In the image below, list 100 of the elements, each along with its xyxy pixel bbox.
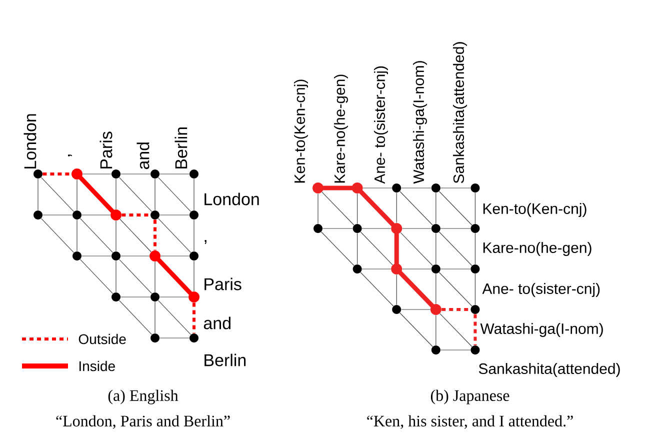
lattice-dot (391, 264, 402, 274)
lattice-dot (112, 292, 120, 302)
lattice-line (440, 268, 471, 270)
lattice-dot (470, 305, 480, 314)
lattice-dot (391, 223, 402, 234)
lattice-line (42, 214, 73, 216)
lattice-dot (72, 210, 82, 220)
lattice-line (402, 228, 432, 229)
lattice-dot (314, 224, 322, 233)
lattice-dot (392, 305, 402, 314)
inside-path (321, 186, 354, 190)
lattice-line (357, 193, 358, 224)
lattice-line (438, 232, 472, 266)
inside-path (394, 232, 399, 266)
lattice-dot (470, 224, 480, 233)
lattice-line (40, 177, 74, 212)
row-word: and (204, 316, 230, 330)
lattice-dot (431, 224, 440, 233)
legend-label: Inside (80, 360, 115, 372)
lattice-line (360, 232, 393, 266)
lattice-dot (188, 292, 200, 302)
lattice-line (158, 218, 192, 253)
lattice-dot (110, 210, 122, 220)
lattice-line (159, 214, 190, 216)
lattice-line (320, 232, 354, 266)
lattice-dot (190, 252, 198, 260)
lattice-line (401, 309, 430, 310)
lattice-dot (150, 292, 160, 302)
column-word: Paris (100, 132, 112, 168)
lattice-line (400, 191, 433, 226)
lattice-dot (431, 184, 440, 192)
column-word: , (68, 154, 72, 156)
lattice-dot (470, 346, 480, 354)
caption-text: “Ken, his sister, and I attended.” (367, 415, 573, 429)
row-word: Berlin (204, 354, 246, 366)
lattice-dot (352, 264, 362, 274)
lattice-dot (150, 170, 160, 178)
inside-path (156, 258, 192, 296)
lattice-dot (34, 170, 42, 178)
lattice-line (400, 312, 433, 347)
lattice-line (120, 218, 152, 252)
lattice-dot (72, 252, 82, 260)
lattice-line (440, 228, 471, 229)
caption-text: “London, Paris and Berlin” (56, 415, 230, 429)
column-word: Ane- to(sister-cnj) (374, 66, 388, 184)
row-word: Paris (204, 278, 242, 290)
lattice-dot (352, 224, 362, 233)
lattice-line (81, 214, 111, 216)
lattice-line (120, 296, 151, 298)
lattice-line (158, 300, 192, 335)
lattice-dot (312, 182, 324, 194)
lattice-line (440, 313, 472, 347)
lattice-line (438, 272, 472, 306)
lattice-line (154, 261, 156, 293)
row-word: Ane- to(sister-cnj) (482, 283, 600, 297)
lattice-dot (112, 170, 120, 178)
row-word: , (204, 240, 206, 244)
lattice-line (396, 274, 397, 306)
lattice-dot (431, 264, 440, 274)
lattice-dot (392, 184, 402, 192)
column-word: Ken-to(Ken-cnj) (294, 80, 308, 183)
lattice-dot (470, 264, 480, 274)
column-word: Sankashita(attended) (453, 42, 467, 184)
lattice-dot (190, 210, 198, 220)
row-word: Watashi-ga(I-nom) (480, 323, 603, 337)
lattice-dot (352, 182, 363, 194)
lattice-line (322, 192, 354, 226)
lattice-dot (150, 334, 160, 342)
lattice-line (402, 268, 432, 270)
outside-path (192, 302, 196, 334)
lattice-dot (470, 184, 480, 192)
lattice-line (159, 296, 189, 298)
outside-path (42, 172, 72, 176)
lattice-line (154, 178, 156, 211)
lattice-line (474, 192, 476, 224)
lattice-line (474, 232, 476, 265)
caption-text: (a) English (108, 390, 178, 404)
lattice-line (118, 177, 152, 212)
lattice-line (357, 232, 358, 265)
lattice-dot (72, 168, 82, 180)
lattice-line (322, 228, 353, 229)
lattice-line (396, 192, 397, 224)
lattice-line (118, 300, 152, 335)
row-word: Sankashita(attended) (478, 363, 620, 377)
column-word: and (136, 142, 150, 170)
lattice-line (76, 179, 78, 211)
column-word: Kare-no(he-gen) (334, 74, 348, 183)
outside-path (474, 314, 477, 346)
column-word: Watashi-ga(I-nom) (413, 61, 427, 184)
lattice-dot (190, 334, 198, 342)
row-word: Ken-to(Ken-cnj) (483, 203, 586, 217)
column-word: London (24, 114, 36, 168)
lattice-line (154, 301, 156, 334)
lattice-line (118, 259, 152, 294)
lattice-line (362, 268, 392, 270)
lattice-line (400, 232, 433, 266)
inside-path (78, 176, 114, 214)
inside-path (398, 270, 434, 308)
lattice-dot (190, 170, 198, 178)
lattice-dot (34, 210, 42, 220)
